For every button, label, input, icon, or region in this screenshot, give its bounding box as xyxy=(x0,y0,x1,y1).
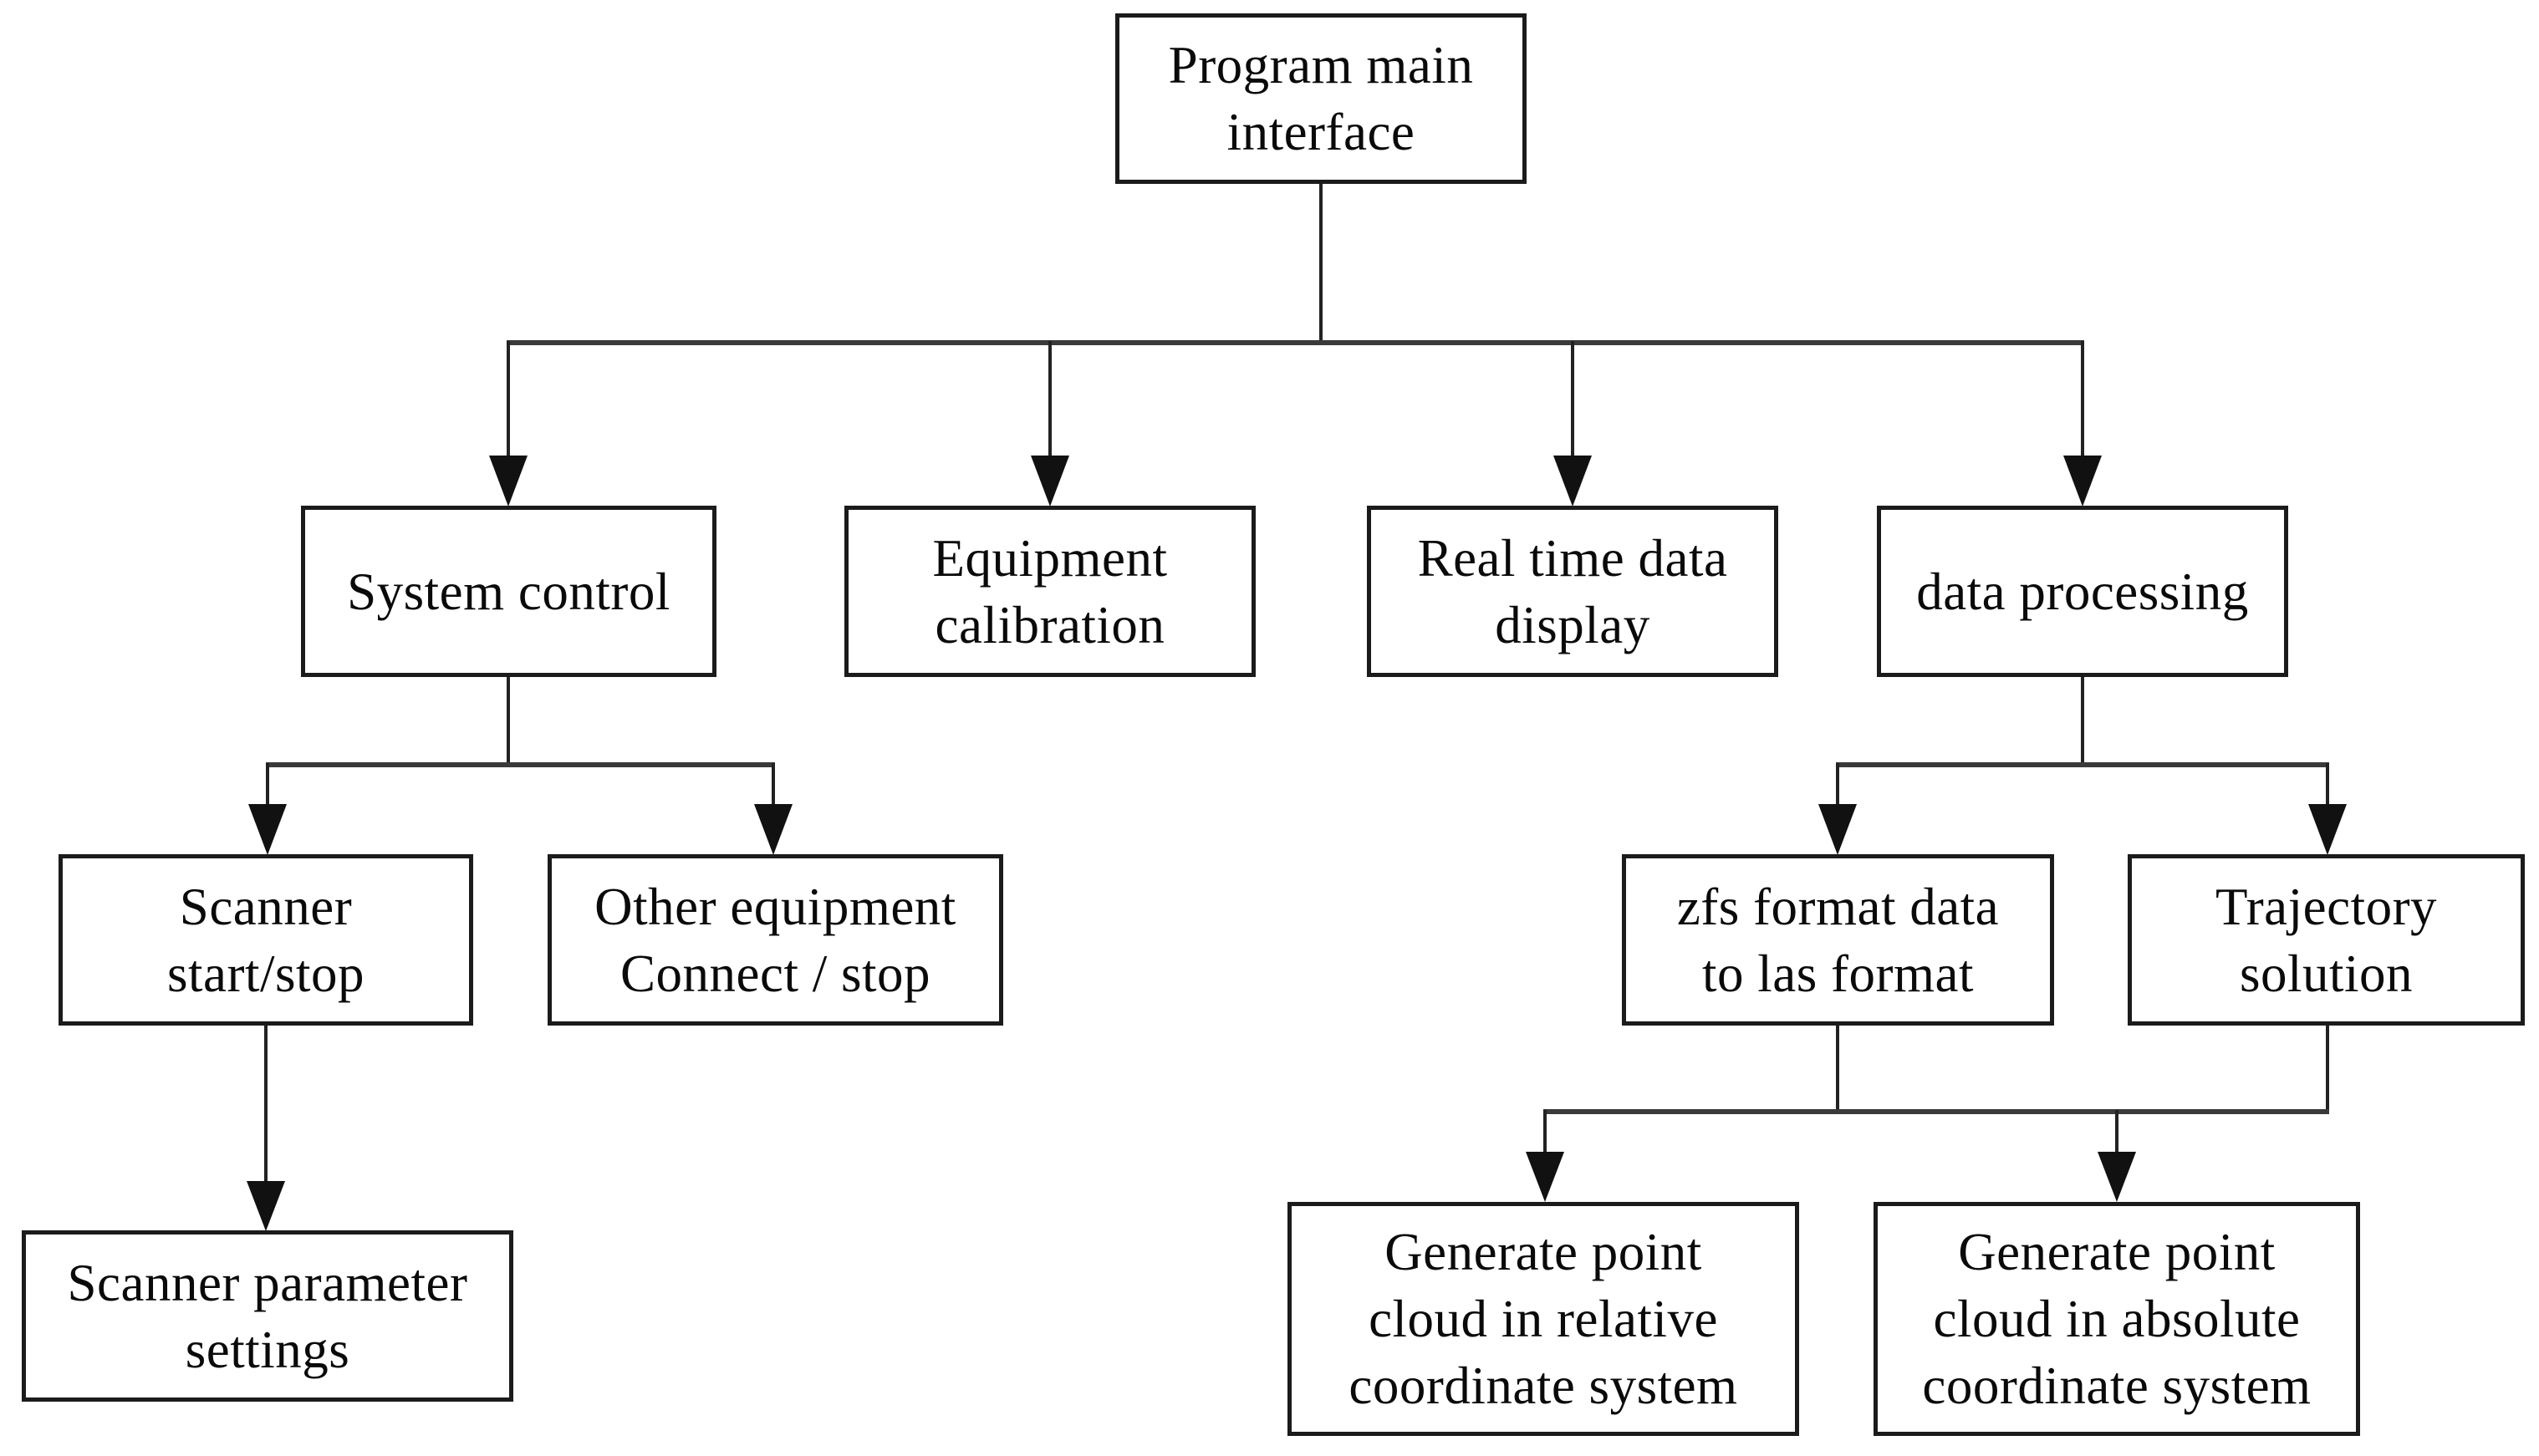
node-generate-point-cloud-relative: Generate point cloud in relative coordin… xyxy=(1287,1202,1799,1436)
node-trajectory-solution-label: Trajectory solution xyxy=(2215,877,2438,1003)
node-scanner-parameter-settings: Scanner parameter settings xyxy=(22,1230,513,1402)
node-program-main-interface: Program main interface xyxy=(1115,13,1527,184)
node-trajectory-solution: Trajectory solution xyxy=(2128,854,2525,1026)
node-zfs-format-to-las-label: zfs format data to las format xyxy=(1676,877,2000,1003)
node-equipment-calibration-label: Equipment calibration xyxy=(932,528,1168,654)
edge-to-data-processing-arrowhead xyxy=(2063,456,2102,507)
node-zfs-format-to-las: zfs format data to las format xyxy=(1622,854,2054,1026)
node-program-main-interface-label: Program main interface xyxy=(1168,36,1474,161)
node-scanner-start-stop-label: Scanner start/stop xyxy=(167,877,365,1003)
node-equipment-calibration: Equipment calibration xyxy=(844,506,1256,677)
edge-to-equipment-calibration-arrowhead xyxy=(1031,456,1069,507)
edge-to-scanner-parameters-arrowhead xyxy=(247,1181,285,1231)
node-data-processing-label: data processing xyxy=(1916,562,2249,621)
node-generate-point-cloud-absolute: Generate point cloud in absolute coordin… xyxy=(1874,1202,2360,1436)
node-system-control: System control xyxy=(301,506,716,677)
node-other-equipment-connect-stop-label: Other equipment Connect / stop xyxy=(594,877,956,1003)
edge-to-system-control-arrowhead xyxy=(489,456,528,507)
node-system-control-label: System control xyxy=(347,562,670,621)
edge-to-scanner-start-stop-arrowhead xyxy=(248,804,287,855)
edge-to-real-time-display-arrowhead xyxy=(1553,456,1592,507)
node-generate-point-cloud-absolute-label: Generate point cloud in absolute coordin… xyxy=(1922,1223,2312,1415)
edge-to-zfs-format-arrowhead xyxy=(1818,804,1857,855)
node-scanner-start-stop: Scanner start/stop xyxy=(59,854,473,1026)
node-real-time-data-display: Real time data display xyxy=(1367,506,1778,677)
node-scanner-parameter-settings-label: Scanner parameter settings xyxy=(67,1253,468,1379)
node-other-equipment-connect-stop: Other equipment Connect / stop xyxy=(548,854,1003,1026)
node-data-processing: data processing xyxy=(1877,506,2288,677)
edge-to-trajectory-arrowhead xyxy=(2308,804,2347,855)
node-real-time-data-display-label: Real time data display xyxy=(1417,528,1728,654)
edge-to-other-equipment-arrowhead xyxy=(754,804,793,855)
edge-to-generate-relative-arrowhead xyxy=(1526,1152,1564,1202)
node-generate-point-cloud-relative-label: Generate point cloud in relative coordin… xyxy=(1349,1223,1738,1415)
edge-to-generate-absolute-arrowhead xyxy=(2098,1152,2136,1202)
